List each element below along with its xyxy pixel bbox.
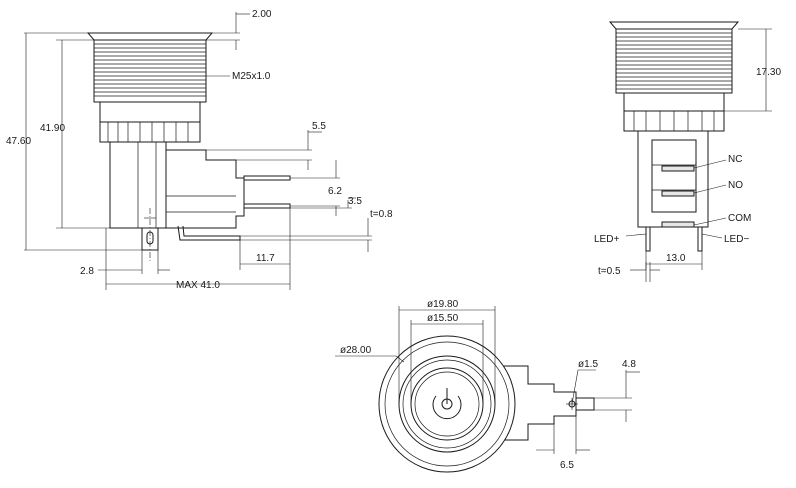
led-plus-pin bbox=[645, 226, 651, 252]
label-com: COM bbox=[728, 213, 751, 224]
rear-thread-lines bbox=[616, 32, 732, 90]
threaded-body bbox=[93, 39, 207, 103]
no-contact bbox=[661, 190, 695, 197]
dim-6-2: 6.2 bbox=[328, 186, 342, 197]
dim-2-8: 2.8 bbox=[80, 266, 94, 277]
nut-teeth bbox=[107, 122, 189, 142]
dim-15-50: ø15.50 bbox=[427, 313, 459, 324]
power-icon bbox=[432, 395, 462, 420]
switch-block bbox=[165, 149, 245, 229]
dim-2-00: 2.00 bbox=[252, 9, 272, 20]
dim-t-0-8: t=0.8 bbox=[370, 209, 393, 220]
flange bbox=[99, 101, 201, 123]
label-led-minus: LED− bbox=[724, 234, 749, 245]
front-view: ø19.80 ø15.50 ø28.00 ø1.5 4.8 6.5 bbox=[335, 299, 640, 473]
label-led-plus: LED+ bbox=[594, 234, 619, 245]
side-view: 2.00 M25x1.0 47.60 41.90 5.5 6.2 3.5 bbox=[6, 9, 393, 291]
led-minus-pin bbox=[697, 226, 703, 252]
dim-13-0: 13.0 bbox=[666, 253, 686, 264]
nc-contact bbox=[661, 165, 695, 172]
front-terminal bbox=[575, 397, 595, 411]
dim-6-5: 6.5 bbox=[560, 460, 574, 471]
dim-1-5: ø1.5 bbox=[578, 359, 598, 370]
dim-47-60: 47.60 bbox=[6, 136, 31, 147]
dim-41-90: 41.90 bbox=[40, 123, 65, 134]
dim-19-80: ø19.80 bbox=[427, 299, 459, 310]
terminal-upper bbox=[243, 175, 291, 181]
thread-lines bbox=[94, 43, 206, 97]
dim-4-8: 4.8 bbox=[622, 359, 636, 370]
dim-3-5: 3.5 bbox=[348, 196, 362, 207]
rear-view: 17.30 NC NO COM LED+ LED− 13.0 t=0.5 bbox=[594, 21, 781, 282]
com-contact bbox=[661, 221, 695, 228]
label-nc: NC bbox=[728, 154, 742, 165]
dim-28-00: ø28.00 bbox=[340, 345, 372, 356]
dim-t-0-5: t=0.5 bbox=[598, 266, 621, 277]
dim-m25: M25x1.0 bbox=[232, 71, 271, 82]
rear-nut-teeth bbox=[633, 111, 715, 131]
led-pin bbox=[177, 225, 241, 241]
nut bbox=[99, 121, 201, 143]
rear-button-cap bbox=[608, 21, 740, 30]
rear-flange bbox=[623, 92, 725, 112]
dim-11-7: 11.7 bbox=[256, 253, 275, 264]
dim-5-5: 5.5 bbox=[312, 121, 326, 132]
button-cap bbox=[86, 32, 214, 41]
terminal-lower bbox=[243, 203, 291, 209]
dim-max-41: MAX 41.0 bbox=[176, 280, 220, 291]
dim-17-30: 17.30 bbox=[756, 67, 781, 78]
label-no: NO bbox=[728, 180, 743, 191]
